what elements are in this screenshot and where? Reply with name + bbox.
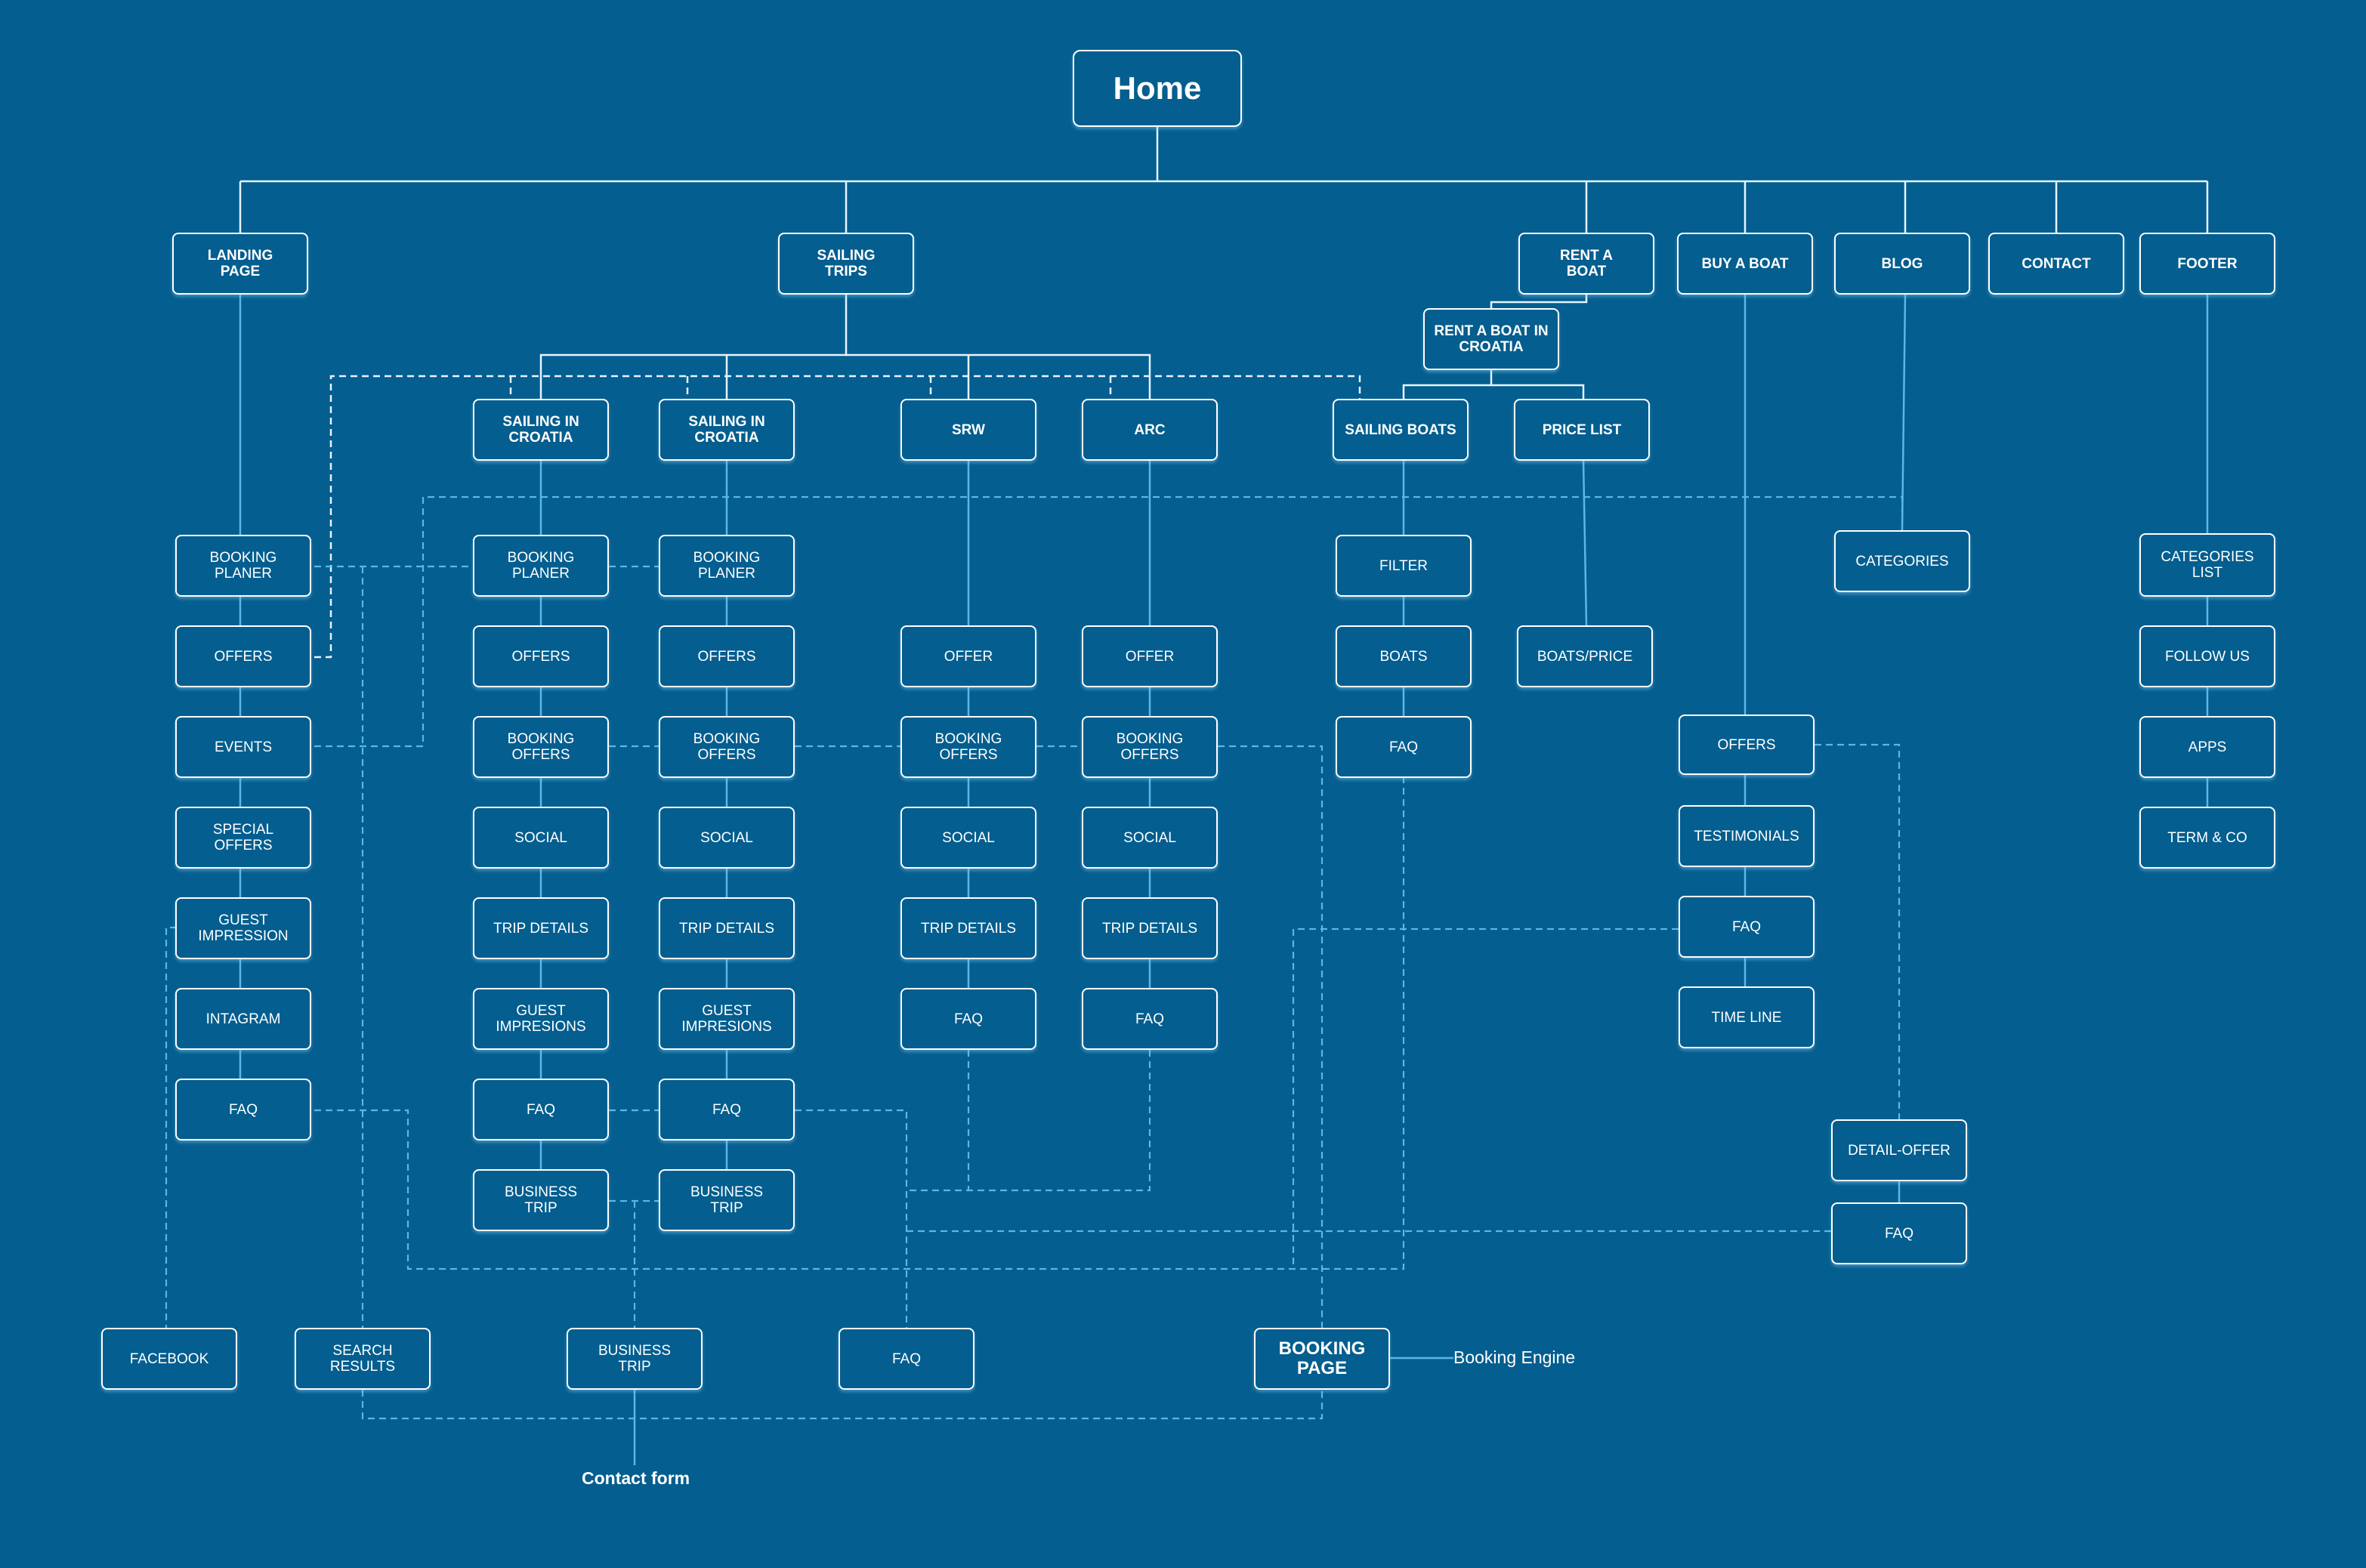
sb-boats-node[interactable]: BOATS bbox=[1336, 625, 1472, 687]
buy-testimonials-node[interactable]: TESTIMONIALS bbox=[1679, 805, 1815, 867]
sc2-social-node[interactable]: SOCIAL bbox=[659, 807, 795, 869]
f-apps-node[interactable]: APPS bbox=[2139, 716, 2275, 778]
sc1-guest-impresions-node[interactable]: GUEST IMPRESIONS bbox=[473, 988, 609, 1050]
sb-filter-node[interactable]: FILTER bbox=[1336, 535, 1472, 597]
f-follow-us-node[interactable]: FOLLOW US bbox=[2139, 625, 2275, 687]
rent-a-boat-node[interactable]: RENT A BOAT bbox=[1518, 233, 1654, 295]
sc2-booking-offers-node[interactable]: BOOKING OFFERS bbox=[659, 716, 795, 778]
arc-offer-node[interactable]: OFFER bbox=[1082, 625, 1218, 687]
arc-social-node[interactable]: SOCIAL bbox=[1082, 807, 1218, 869]
rent-a-boat-in-croatia-node[interactable]: RENT A BOAT IN CROATIA bbox=[1423, 308, 1559, 370]
contact-node[interactable]: CONTACT bbox=[1988, 233, 2124, 295]
lp-special-offers-node[interactable]: SPECIAL OFFERS bbox=[175, 807, 311, 869]
arc-node[interactable]: ARC bbox=[1082, 399, 1218, 461]
sailing-in-croatia-node[interactable]: SAILING IN CROATIA bbox=[473, 399, 609, 461]
sailing-trips-node[interactable]: SAILING TRIPS bbox=[778, 233, 914, 295]
lp-faq-node[interactable]: FAQ bbox=[175, 1079, 311, 1141]
sc1-trip-details-node[interactable]: TRIP DETAILS bbox=[473, 897, 609, 959]
f-term-co-node[interactable]: TERM & CO bbox=[2139, 807, 2275, 869]
buy-offers-node[interactable]: OFFERS bbox=[1679, 715, 1815, 775]
f-categories-list-node[interactable]: CATEGORIES LIST bbox=[2139, 533, 2275, 597]
sc1-booking-offers-node[interactable]: BOOKING OFFERS bbox=[473, 716, 609, 778]
footer-node[interactable]: FOOTER bbox=[2139, 233, 2275, 295]
detail-faq-node[interactable]: FAQ bbox=[1831, 1202, 1967, 1264]
buy-a-boat-node[interactable]: BUY A BOAT bbox=[1677, 233, 1813, 295]
home-node[interactable]: Home bbox=[1073, 50, 1242, 127]
arc-trip-details-node[interactable]: TRIP DETAILS bbox=[1082, 897, 1218, 959]
sc1-offers-node[interactable]: OFFERS bbox=[473, 625, 609, 687]
sc1-booking-planer-node[interactable]: BOOKING PLANER bbox=[473, 535, 609, 597]
buy-time-line-node[interactable]: TIME LINE bbox=[1679, 986, 1815, 1048]
srw-offer-node[interactable]: OFFER bbox=[900, 625, 1036, 687]
srw-booking-offers-node[interactable]: BOOKING OFFERS bbox=[900, 716, 1036, 778]
lp-guest-impression-node[interactable]: GUEST IMPRESSION bbox=[175, 897, 311, 959]
arc-faq-node[interactable]: FAQ bbox=[1082, 988, 1218, 1050]
sc2-business-trip-node[interactable]: BUSINESS TRIP bbox=[659, 1169, 795, 1231]
sailing-boats-node[interactable]: SAILING BOATS bbox=[1333, 399, 1469, 461]
lp-events-node[interactable]: EVENTS bbox=[175, 716, 311, 778]
buy-faq-node[interactable]: FAQ bbox=[1679, 896, 1815, 958]
sc1-social-node[interactable]: SOCIAL bbox=[473, 807, 609, 869]
sc2-offers-node[interactable]: OFFERS bbox=[659, 625, 795, 687]
contact-form-label: Contact form bbox=[582, 1468, 690, 1488]
arc-booking-offers-node[interactable]: BOOKING OFFERS bbox=[1082, 716, 1218, 778]
sc1-faq-node[interactable]: FAQ bbox=[473, 1079, 609, 1141]
lp-booking-planer-node[interactable]: BOOKING PLANER bbox=[175, 535, 311, 597]
faq-bottom-node[interactable]: FAQ bbox=[839, 1328, 975, 1390]
sc2-faq-node[interactable]: FAQ bbox=[659, 1079, 795, 1141]
pl-boats-price-node[interactable]: BOATS/PRICE bbox=[1517, 625, 1653, 687]
sc1-business-trip-node[interactable]: BUSINESS TRIP bbox=[473, 1169, 609, 1231]
blog-categories-node[interactable]: CATEGORIES bbox=[1834, 530, 1970, 592]
srw-trip-details-node[interactable]: TRIP DETAILS bbox=[900, 897, 1036, 959]
price-list-node[interactable]: PRICE LIST bbox=[1514, 399, 1650, 461]
sailing-in-croatia-node-2[interactable]: SAILING IN CROATIA bbox=[659, 399, 795, 461]
srw-node[interactable]: SRW bbox=[900, 399, 1036, 461]
sc2-booking-planer-node[interactable]: BOOKING PLANER bbox=[659, 535, 795, 597]
srw-social-node[interactable]: SOCIAL bbox=[900, 807, 1036, 869]
facebook-node[interactable]: FACEBOOK bbox=[101, 1328, 237, 1390]
booking-engine-label: Booking Engine bbox=[1453, 1347, 1576, 1367]
sc2-guest-impresions-node[interactable]: GUEST IMPRESIONS bbox=[659, 988, 795, 1050]
lp-offers-node[interactable]: OFFERS bbox=[175, 625, 311, 687]
sb-faq-node[interactable]: FAQ bbox=[1336, 716, 1472, 778]
lp-intagram-node[interactable]: INTAGRAM bbox=[175, 988, 311, 1050]
landing-page-node[interactable]: LANDING PAGE bbox=[172, 233, 308, 295]
business-trip-node[interactable]: BUSINESS TRIP bbox=[567, 1328, 703, 1390]
sc2-trip-details-node[interactable]: TRIP DETAILS bbox=[659, 897, 795, 959]
booking-page-node[interactable]: BOOKING PAGE bbox=[1254, 1328, 1390, 1390]
srw-faq-node[interactable]: FAQ bbox=[900, 988, 1036, 1050]
detail-offer-node[interactable]: DETAIL-OFFER bbox=[1831, 1119, 1967, 1181]
blog-node[interactable]: BLOG bbox=[1834, 233, 1970, 295]
search-results-node[interactable]: SEARCH RESULTS bbox=[295, 1328, 431, 1390]
